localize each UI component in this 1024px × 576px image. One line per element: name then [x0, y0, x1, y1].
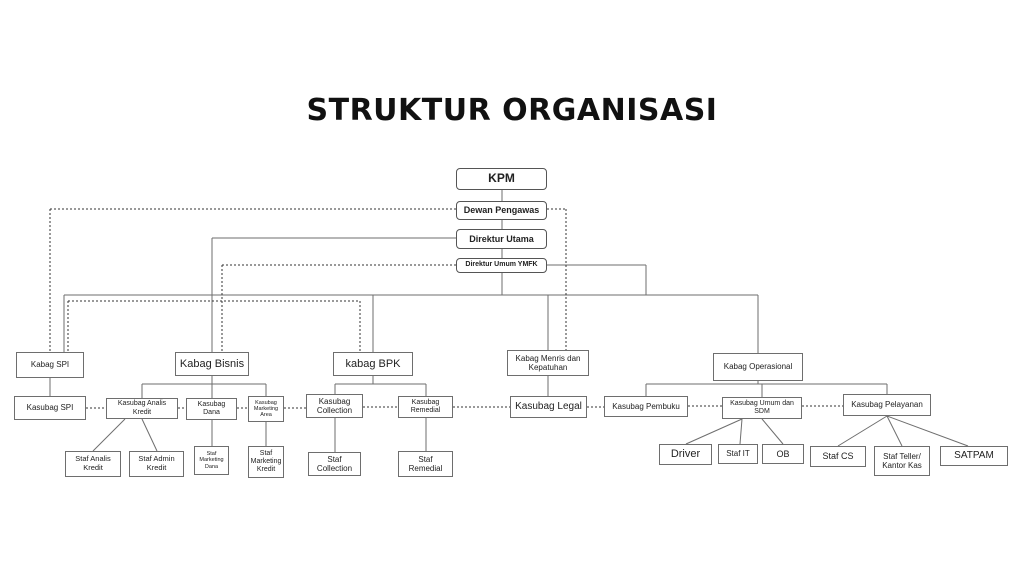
connector [92, 418, 126, 452]
node-kpm: KPM [456, 168, 547, 190]
connector [837, 415, 888, 447]
node-staf-admin-kredit: Staf Admin Kredit [129, 451, 184, 477]
node-kasubag-marketing-area: Kasubag Marketing Area [248, 396, 284, 422]
node-staf-collection: Staf Collection [308, 452, 361, 476]
node-kasubag-umum-sdm: Kasubag Umum dan SDM [722, 397, 802, 419]
node-kasubag-dana: Kasubag Dana [186, 398, 237, 420]
node-kasubag-remedial: Kasubag Remedial [398, 396, 453, 418]
node-kasubag-analis-kredit: Kasubag Analis Kredit [106, 398, 178, 419]
node-staf-teller: Staf Teller/ Kantor Kas [874, 446, 930, 476]
connector [685, 418, 743, 445]
node-kasubag-pelayanan: Kasubag Pelayanan [843, 394, 931, 416]
node-kabag-bisnis: Kabag Bisnis [175, 352, 249, 376]
connector [739, 418, 743, 445]
node-staf-remedial: Staf Remedial [398, 451, 453, 477]
node-kasubag-pembuku: Kasubag Pembuku [604, 396, 688, 417]
page-title: STRUKTUR ORGANISASI [306, 93, 718, 128]
node-direktur-utama: Direktur Utama [456, 229, 547, 249]
connector [886, 415, 903, 447]
node-kasubag-collection: Kasubag Collection [306, 394, 363, 418]
node-driver: Driver [659, 444, 712, 465]
node-kabag-spi: Kabag SPI [16, 352, 84, 378]
connector [141, 418, 158, 452]
node-staf-marketing-dana: Staf Marketing Dana [194, 446, 229, 475]
node-kabag-menris: Kabag Menris dan Kepatuhan [507, 350, 589, 376]
node-staf-cs: Staf CS [810, 446, 866, 467]
node-staf-analis-kredit: Staf Analis Kredit [65, 451, 121, 477]
node-staf-it: Staf IT [718, 444, 758, 464]
node-ob: OB [762, 444, 804, 464]
node-satpam: SATPAM [940, 446, 1008, 466]
connector [761, 418, 784, 445]
node-kabag-bpk: kabag BPK [333, 352, 413, 376]
node-dewan-pengawas: Dewan Pengawas [456, 201, 547, 220]
node-kasubag-spi: Kasubag SPI [14, 396, 86, 420]
node-staf-marketing-kredit: Staf Marketing Kredit [248, 446, 284, 478]
node-kabag-operasional: Kabag Operasional [713, 353, 803, 381]
connector [886, 415, 969, 447]
node-kasubag-legal: Kasubag Legal [510, 396, 587, 418]
node-direktur-umum: Direktur Umum YMFK [456, 258, 547, 273]
